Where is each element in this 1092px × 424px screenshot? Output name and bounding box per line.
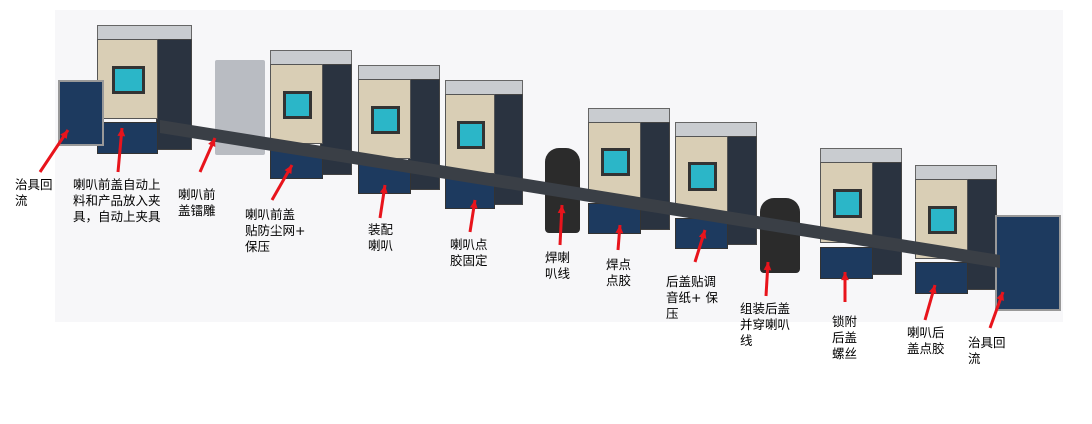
- screen: [928, 205, 958, 235]
- screen: [112, 65, 145, 95]
- screen: [457, 120, 486, 150]
- screen: [283, 90, 313, 120]
- screen: [371, 105, 401, 135]
- red-arrow-icon: [557, 204, 566, 246]
- station-machine: [820, 148, 902, 285]
- red-arrow-icon: [923, 284, 937, 321]
- red-arrow-icon: [468, 199, 478, 233]
- red-arrow-icon: [763, 261, 772, 297]
- label-front-cover-loading: 喇叭前盖自动上 料和产品放入夹 具，自动上夹具: [73, 177, 161, 224]
- station-machine: [675, 122, 757, 255]
- label-laser-engraving: 喇叭前 盖镭雕: [178, 187, 216, 218]
- red-arrow-icon: [693, 229, 707, 263]
- red-arrow-icon: [841, 272, 849, 302]
- worker: [760, 198, 800, 273]
- station-machine: [445, 80, 523, 215]
- label-glue-fixing: 喇叭点 胶固定: [450, 237, 488, 268]
- screen: [833, 189, 863, 219]
- label-fixture-return-left: 治具回 流: [15, 177, 53, 208]
- label-rear-cover-assembly: 组装后盖 并穿喇叭 线: [740, 301, 791, 348]
- label-solder-glue: 焊点 点胶: [606, 257, 632, 288]
- label-rear-cover-glue: 喇叭后 盖点胶: [907, 325, 945, 356]
- red-arrow-icon: [270, 164, 294, 201]
- label-speaker-assembly: 装配 喇叭: [368, 222, 394, 253]
- label-tuning-paper: 后盖贴调 音纸+ 保 压: [666, 274, 718, 321]
- label-screw-locking: 锁附 后盖 螺丝: [832, 314, 858, 361]
- conveyor: [160, 120, 1000, 268]
- red-arrow-icon: [38, 129, 70, 173]
- label-fixture-return-right: 治具回 流: [968, 335, 1006, 366]
- red-arrow-icon: [378, 184, 388, 219]
- label-dust-mesh: 喇叭前盖 贴防尘网+ 保压: [245, 207, 306, 254]
- screen: [688, 161, 718, 191]
- red-arrow-icon: [198, 137, 217, 173]
- red-arrow-icon: [116, 127, 126, 173]
- station-machine: [97, 25, 192, 160]
- red-arrow-icon: [615, 224, 624, 251]
- label-solder-wire: 焊喇 叭线: [545, 250, 571, 281]
- screen: [601, 147, 631, 177]
- station-machine: [270, 50, 352, 185]
- station-machine: [588, 108, 670, 240]
- red-arrow-icon: [988, 291, 1005, 329]
